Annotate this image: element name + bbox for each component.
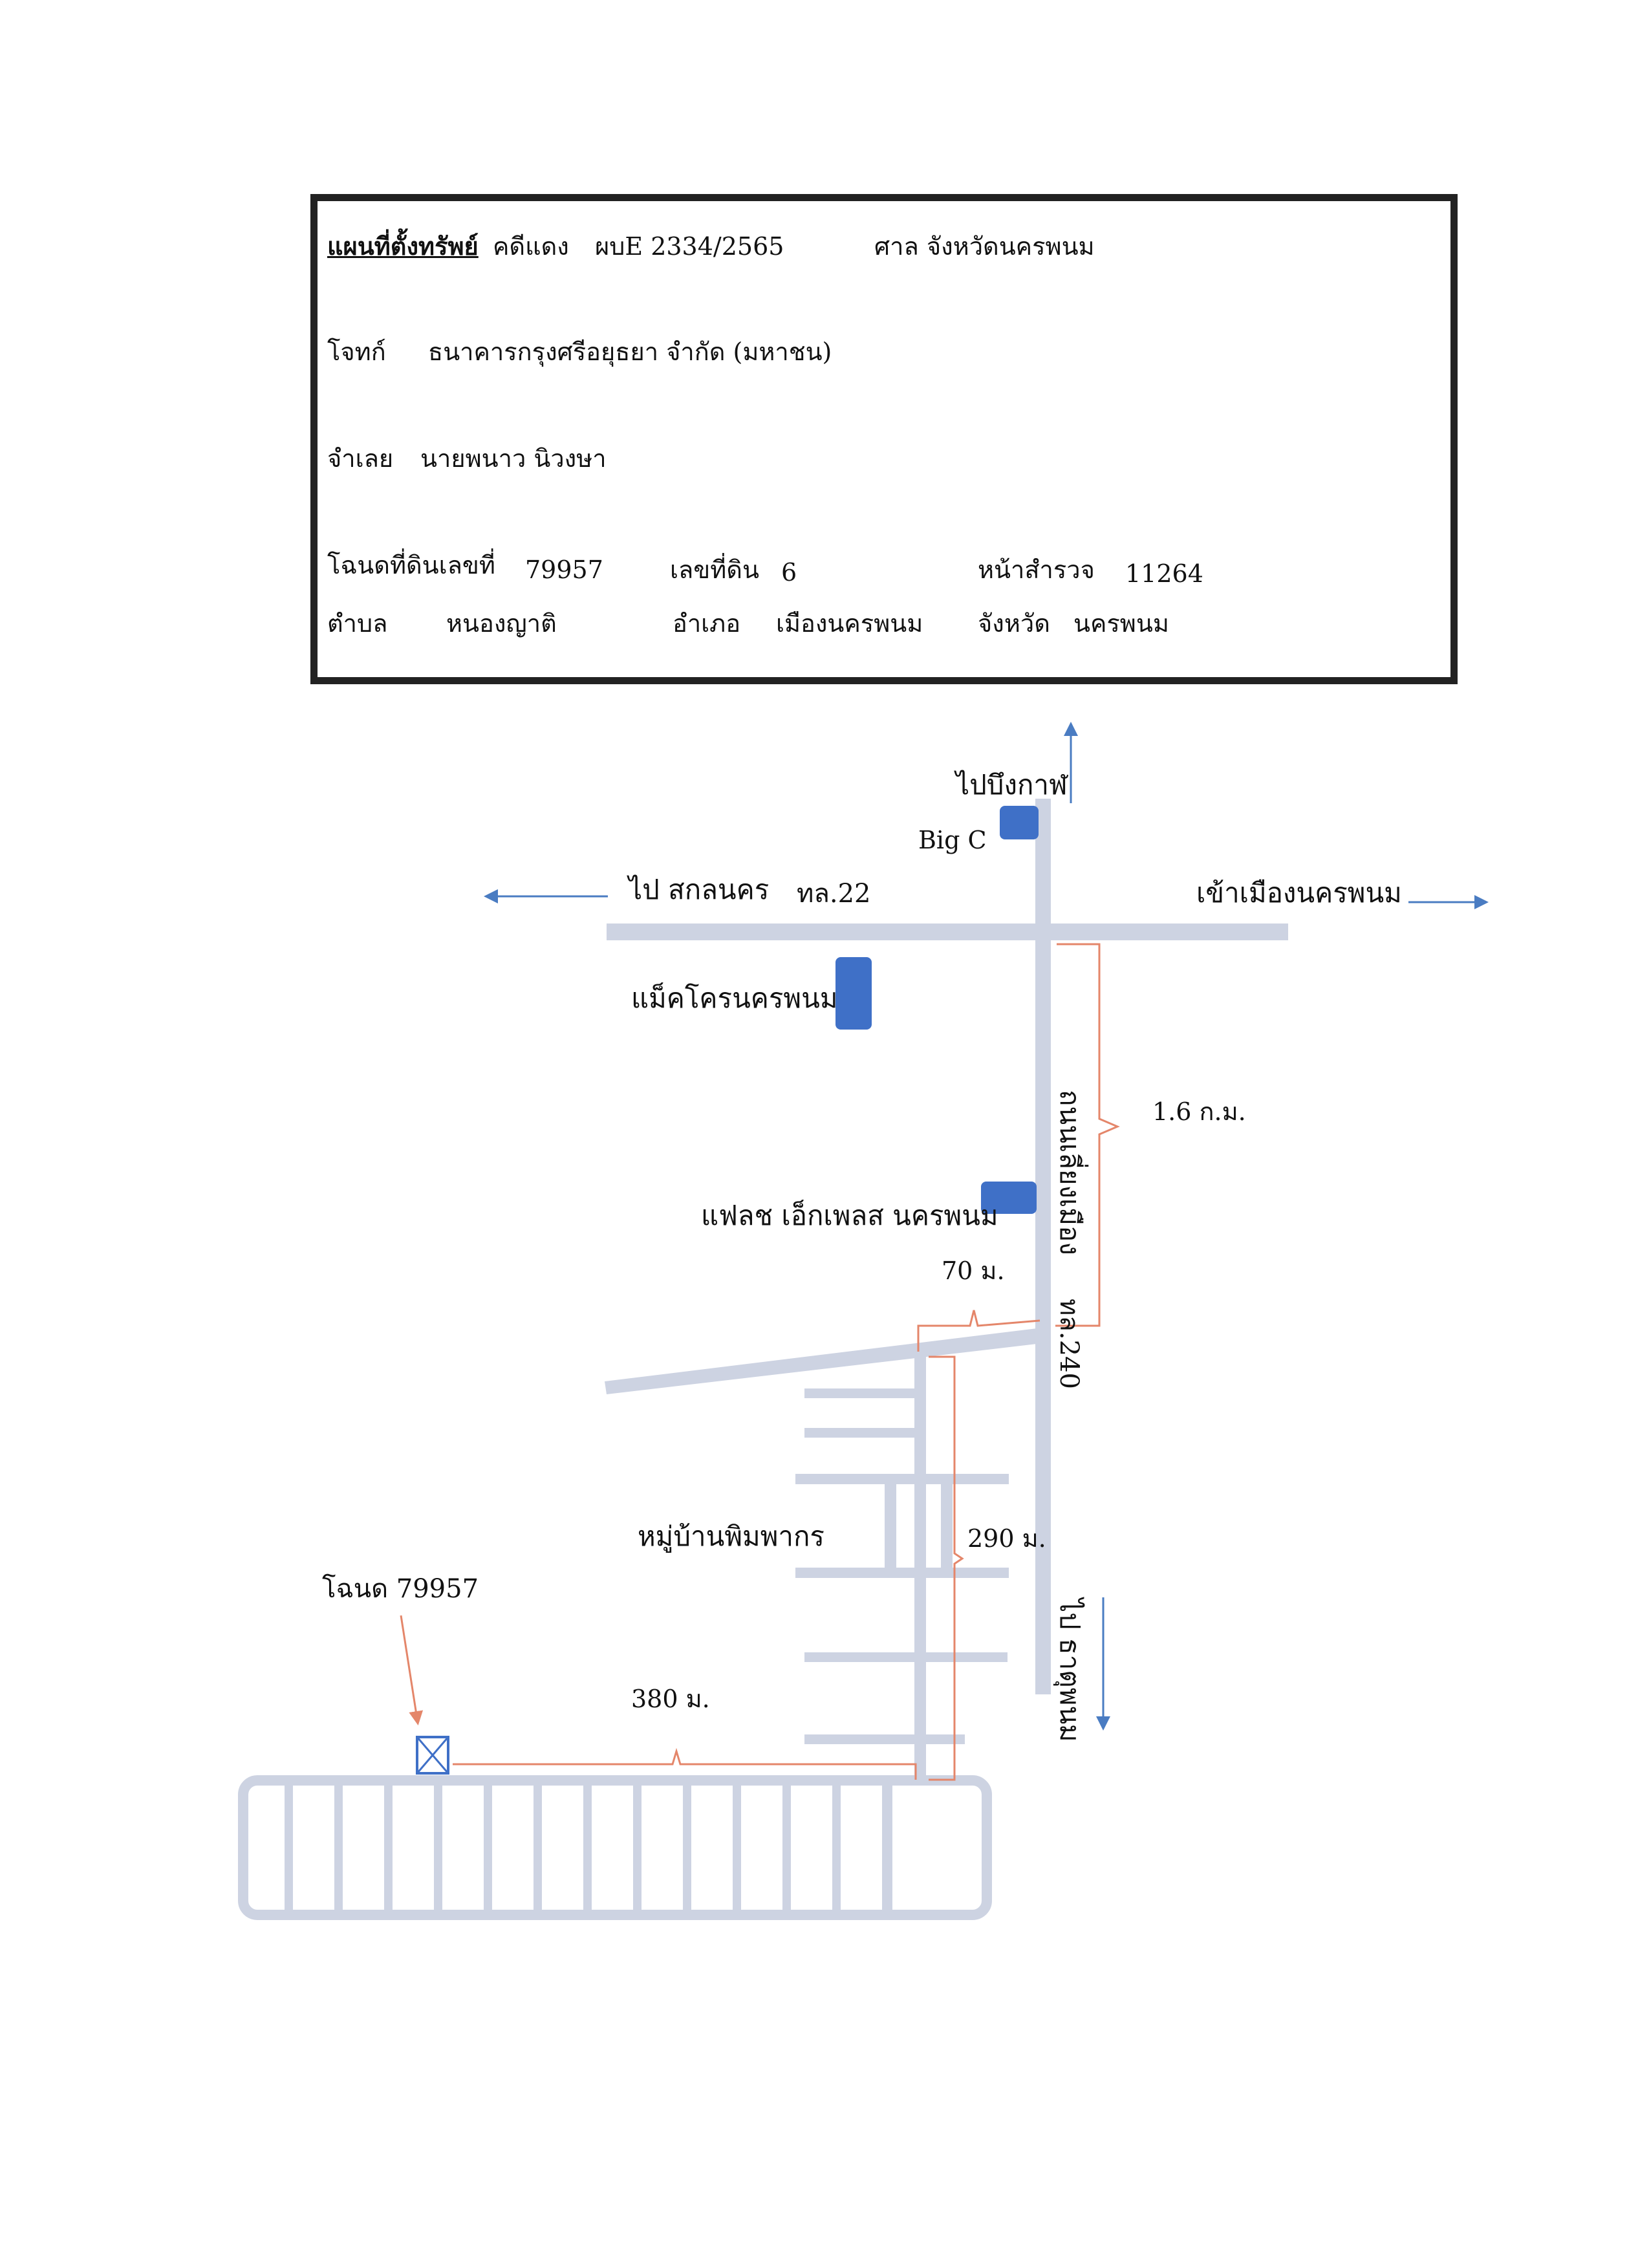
- label-route-240: ทล.240: [1054, 1299, 1084, 1389]
- subdistrict-label: ตำบล: [327, 609, 388, 638]
- village-street: [804, 1652, 1008, 1662]
- label-to-sakon: ไป สกลนคร: [627, 874, 769, 905]
- label-village: หมู่บ้านพิมพากร: [638, 1520, 824, 1553]
- case-type: คดีแดง: [493, 232, 569, 261]
- label-to-that-phanom: ไป ธาตุพนม: [1053, 1597, 1086, 1742]
- label-route-22: ทล.22: [797, 879, 871, 909]
- defendant-label: จำเลย: [327, 444, 394, 473]
- village-street: [804, 1388, 926, 1398]
- deed-pointer-arrow: [400, 1615, 424, 1725]
- village-street: [941, 1481, 953, 1571]
- village-street: [795, 1568, 1009, 1578]
- map-title: แผนที่ตั้งทรัพย์: [327, 232, 479, 261]
- road-route-22: [607, 923, 1288, 940]
- district-name: เมืองนครพนม: [776, 609, 923, 638]
- label-deed-marker: โฉนด 79957: [322, 1574, 479, 1604]
- label-dist-70m: 70 ม.: [942, 1257, 1005, 1285]
- plot-79957-icon: [416, 1736, 449, 1775]
- label-dist-380m: 380 ม.: [631, 1685, 710, 1713]
- bottom-road-grid: [238, 1775, 992, 1920]
- label-makro: แม็คโครนครพนม: [631, 982, 838, 1014]
- defendant-name: นายพนาว นิวงษา: [420, 444, 607, 473]
- deed-number: 79957: [525, 556, 603, 584]
- province-name: นครพนม: [1073, 609, 1169, 638]
- court-name: ศาล จังหวัดนครพนม: [874, 232, 1095, 261]
- village-street: [885, 1481, 896, 1571]
- deed-label: โฉนดที่ดินเลขที่: [327, 551, 495, 579]
- case-number: ผบE 2334/2565: [595, 232, 784, 261]
- survey-number: 11264: [1125, 559, 1203, 588]
- road-diagonal: [605, 1328, 1042, 1394]
- route-path: [453, 943, 1120, 1781]
- road-route-240: [1035, 799, 1051, 1694]
- road-network: [605, 799, 1288, 1783]
- flash-express-marker: [981, 1182, 1037, 1214]
- village-street: [804, 1734, 965, 1744]
- label-to-bueng-kan: ไปบึงกาฬ: [954, 769, 1068, 801]
- big-c-marker: [1000, 806, 1039, 839]
- plaintiff-name: ธนาคารกรุงศรีอยุธยา จำกัด (มหาชน): [428, 338, 832, 366]
- label-dist-290m: 290 ม.: [967, 1524, 1046, 1553]
- district-label: อำเภอ: [673, 609, 741, 638]
- subdistrict-name: หนองญาติ: [446, 609, 557, 638]
- village-street: [804, 1428, 926, 1438]
- label-into-city: เข้าเมืองนครพนม: [1196, 877, 1402, 909]
- plaintiff-label: โจทก์: [327, 338, 386, 366]
- makro-marker: [835, 957, 872, 1030]
- province-label: จังหวัด: [978, 609, 1050, 638]
- village-street: [795, 1474, 1009, 1484]
- land-no: 6: [781, 558, 797, 587]
- survey-label: หน้าสำรวจ: [978, 556, 1095, 584]
- case-info-box: [310, 194, 1458, 684]
- label-dist-1-6km: 1.6 ก.ม.: [1152, 1097, 1246, 1126]
- label-road-name: ถนนเลี่ยงเมือง: [1054, 1090, 1088, 1255]
- label-flash-express: แฟลช เอ็กเพลส นครพนม: [701, 1200, 998, 1231]
- label-big-c: Big C: [918, 826, 987, 854]
- land-no-label: เลขที่ดิน: [670, 556, 759, 584]
